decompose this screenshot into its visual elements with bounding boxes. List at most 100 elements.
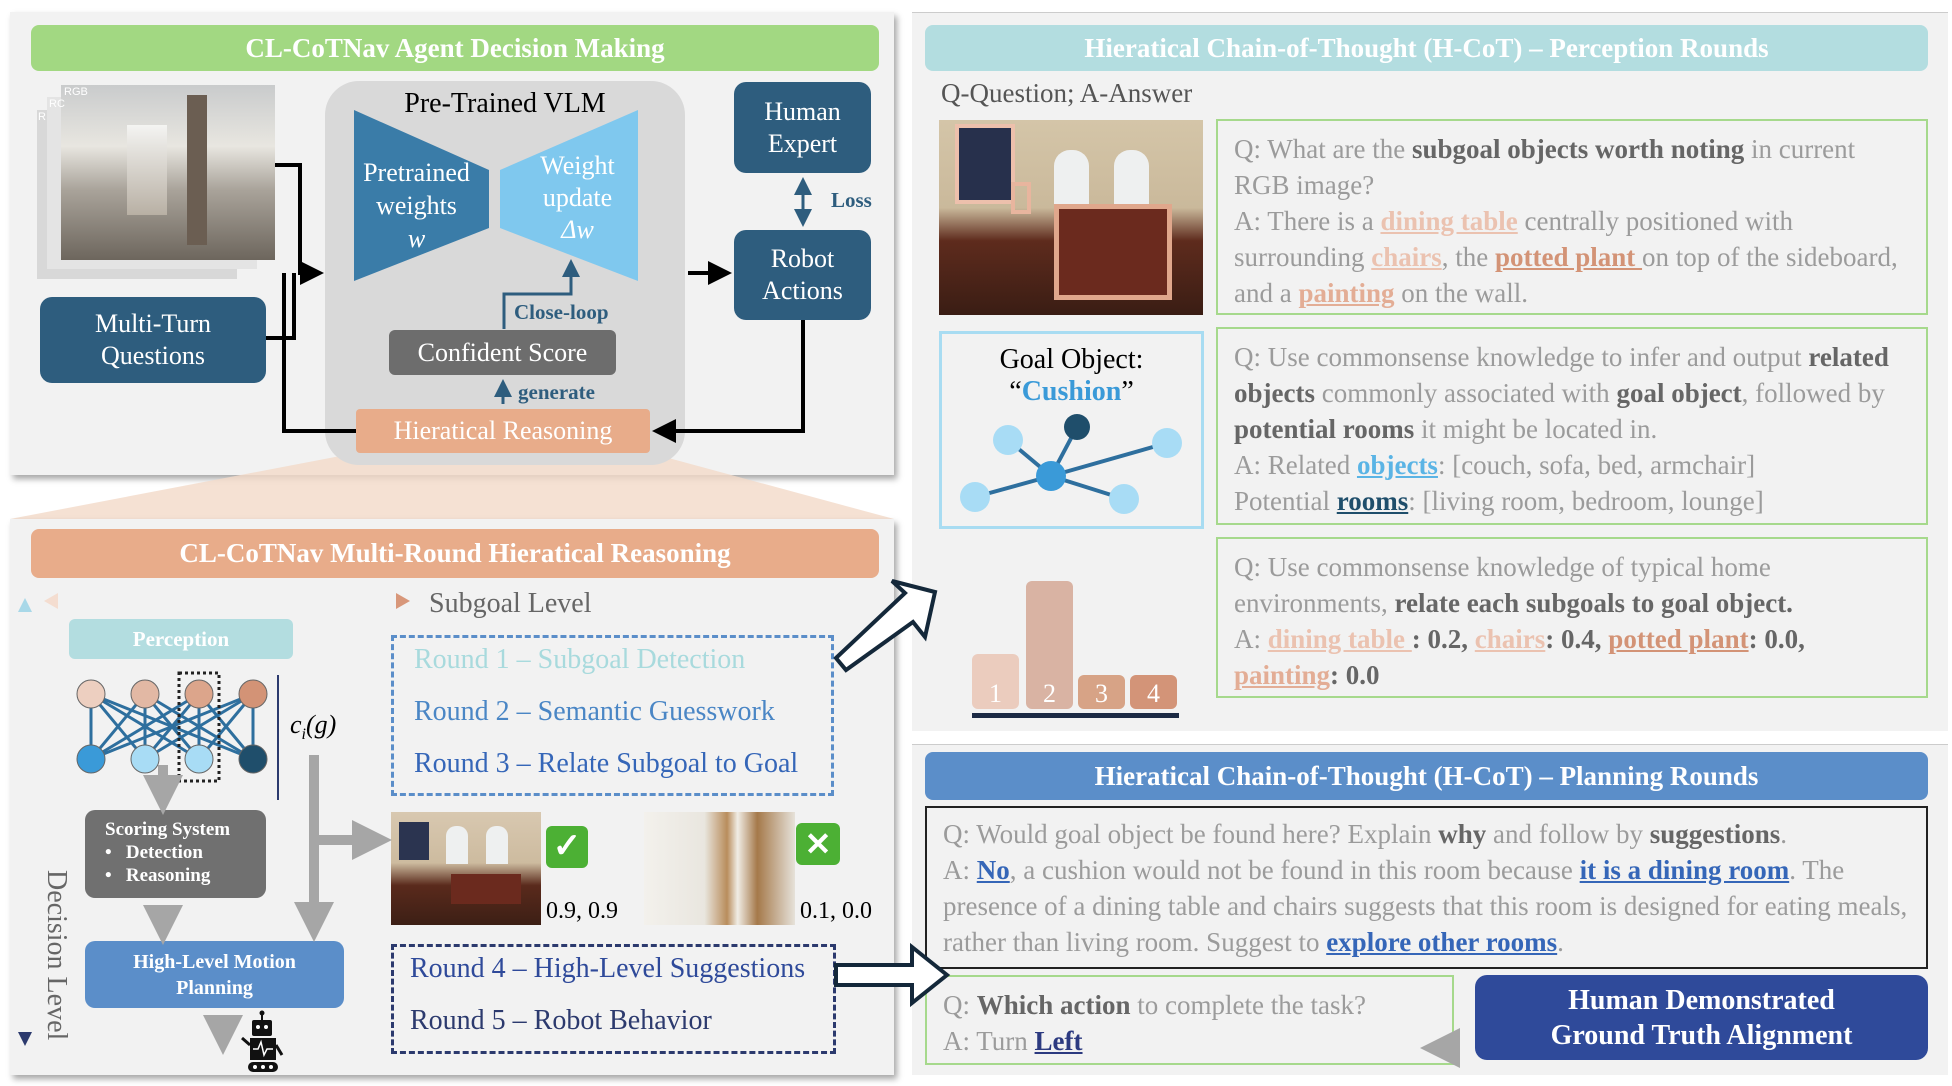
human-demonstrated-alignment-box: Human Demonstrated Ground Truth Alignmen… (1475, 975, 1928, 1060)
multi-round-title: CL-CoTNav Multi-Round Hieratical Reasoni… (31, 529, 879, 578)
qa-subgoal-detection: Q: What are the subgoal objects worth no… (1216, 119, 1928, 315)
qa-text-segment: it might be located in. (1414, 414, 1658, 444)
qa-text-segment: suggestions (1649, 819, 1781, 849)
qa-text-segment: dining table (1380, 206, 1518, 236)
qa-text-segment: A: (943, 855, 977, 885)
qa-text-segment: commonly associated with (1314, 378, 1617, 408)
bar-2: 2 (1026, 581, 1073, 709)
close-quote: ” (1121, 376, 1134, 407)
bar-3: 3 (1078, 675, 1125, 709)
weight-update-label: Weight update Δw (515, 150, 640, 246)
qa-text-segment: and follow by (1486, 819, 1650, 849)
subgoal-level-label: Subgoal Level (429, 588, 592, 619)
decision-level-label: Decision Level (41, 870, 72, 1041)
qa-text-segment: Q: Use commonsense knowledge of typical … (1234, 552, 1771, 618)
qa-text-segment: in current RGB image? (1234, 134, 1856, 200)
update-text: update (542, 183, 613, 212)
delta-w-symbol: Δw (561, 215, 594, 244)
weight-update-shape (500, 110, 638, 281)
bar-1: 1 (972, 654, 1019, 709)
human-expert-box: Human Expert (734, 82, 871, 173)
round-3-label: Round 3 – Relate Subgoal to Goal (414, 748, 799, 779)
scoring-item: • Reasoning (105, 865, 211, 886)
vlm-title: Pre-Trained VLM (404, 88, 606, 119)
rgb-label: R (38, 111, 46, 123)
qa-text-segment: A: Related (1234, 450, 1357, 480)
confident-score-box: Confident Score (389, 330, 616, 375)
goal-name: Cushion (1021, 376, 1122, 407)
weights-text: weights (376, 191, 457, 220)
rgb-label: RGB (64, 86, 88, 98)
score-bad: 0.1, 0.0 (800, 898, 872, 924)
round-1-label: Round 1 – Subgoal Detection (414, 644, 746, 675)
qa-legend: Q-Question; A-Answer (941, 78, 1193, 108)
agent-decision-title: CL-CoTNav Agent Decision Making (31, 25, 879, 71)
qa-text-segment: : 0.4, (1545, 624, 1609, 654)
qa-text-segment: why (1438, 819, 1487, 849)
qa-text-segment: it is a dining room (1579, 855, 1790, 885)
bathroom-image (644, 812, 795, 925)
scoring-system-box: Scoring System • Detection • Reasoning (85, 810, 266, 898)
qa-text-segment: potted plant (1608, 624, 1749, 654)
qa-text-segment: to complete the task? (1130, 990, 1366, 1020)
qa-text-segment: : [couch, sofa, bed, armchair] (1437, 450, 1756, 480)
bar-baseline (972, 713, 1179, 718)
bar-4: 4 (1130, 675, 1177, 709)
robot-actions-box: Robot Actions (734, 230, 871, 320)
planning-rounds-group: Round 4 – High-Level Suggestions Round 5… (391, 944, 836, 1054)
rgb-image-stack: RGB RC R (37, 85, 275, 279)
qa-text-segment: chairs (1474, 624, 1546, 654)
round-4-label: Round 4 – High-Level Suggestions (410, 953, 806, 984)
perception-rounds-group: Round 1 – Subgoal Detection Round 2 – Se… (391, 635, 834, 796)
perception-rounds-title: Hieratical Chain-of-Thought (H-CoT) – Pe… (925, 25, 1928, 71)
qa-text-segment: : [living room, bedroom, lounge] (1408, 486, 1764, 516)
confidence-function-label: ci(g) (290, 710, 336, 744)
ci-argument: (g) (306, 710, 337, 739)
planning-rounds-title: Hieratical Chain-of-Thought (H-CoT) – Pl… (925, 752, 1928, 800)
qa-text-segment: Q: Would goal object be found here? Expl… (943, 819, 1439, 849)
perception-box: Perception (69, 619, 293, 659)
qa-text-segment: Which action (976, 990, 1131, 1020)
generate-label: generate (518, 380, 595, 404)
cross-icon: ✕ (796, 823, 840, 865)
weight-text: Weight (540, 151, 615, 180)
goal-object-name: “Cushion” (942, 376, 1201, 408)
qa-text-segment: subgoal objects worth noting (1411, 134, 1745, 164)
qa-text-segment: potential rooms (1234, 414, 1415, 444)
annotated-dining-room-image (939, 120, 1203, 315)
qa-text-segment: chairs (1371, 242, 1442, 272)
qa-text-segment: relate each subgoals to goal object. (1394, 588, 1793, 618)
qa-robot-behavior: Q: Which action to complete the task?A: … (925, 975, 1454, 1065)
score-good: 0.9, 0.9 (546, 898, 618, 924)
scoring-system-title: Scoring System (105, 819, 231, 840)
loss-label: Loss (831, 188, 872, 212)
ci-subscript: i (301, 726, 306, 744)
scoring-item: • Detection (105, 842, 203, 863)
qa-text-segment: Q: Use commonsense knowledge to infer an… (1234, 342, 1809, 372)
qa-text-segment: . The presence of a dining table and cha… (943, 855, 1908, 957)
qa-text-segment: centrally positioned with surrounding (1234, 206, 1793, 272)
qa-text-segment: rooms (1336, 486, 1409, 516)
qa-relate-subgoal: Q: Use commonsense knowledge of typical … (1216, 537, 1928, 698)
hieratical-reasoning-box: Hieratical Reasoning (356, 409, 650, 453)
qa-text-segment: painting (1234, 660, 1331, 690)
relevance-bars-icon: 1 2 3 4 (972, 581, 1181, 719)
qa-text-segment: objects (1356, 450, 1438, 480)
scoring-item-detection: Detection (125, 842, 203, 863)
qa-text-segment: . (1780, 819, 1787, 849)
qa-text-segment: , followed by (1741, 378, 1885, 408)
qa-text-segment: Left (1034, 1026, 1083, 1056)
ci-symbol: c (290, 710, 302, 739)
qa-text-segment: A: Turn (943, 1026, 1035, 1056)
qa-text-segment: related objects (1234, 342, 1889, 408)
qa-text-segment: goal object (1616, 378, 1742, 408)
round-5-label: Round 5 – Robot Behavior (410, 1005, 712, 1036)
qa-text-segment: on top of the sideboard, and a (1234, 242, 1898, 308)
high-level-motion-planning-box: High-Level Motion Planning (85, 941, 344, 1008)
pretrained-text: Pretrained (363, 158, 470, 187)
qa-text-segment: on the wall. (1394, 278, 1528, 308)
scoring-item-reasoning: Reasoning (125, 865, 211, 886)
round-2-label: Round 2 – Semantic Guesswork (414, 696, 775, 727)
qa-text-segment: Potential (1234, 486, 1337, 516)
